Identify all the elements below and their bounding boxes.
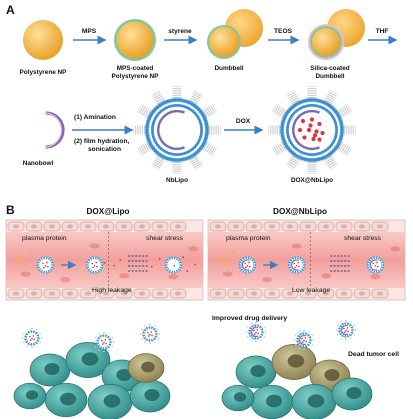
mps-coated-label-2: Polystyrene NP (112, 73, 160, 80)
polystyrene-np (23, 20, 63, 60)
arrow-dox-label: DOX (236, 118, 251, 125)
silica-label-2: Dumbbell (315, 73, 344, 80)
nblipo-label: NbLipo (166, 177, 188, 184)
polystyrene-np-label: Polystyrene NP (20, 69, 68, 76)
nblipo-liposome (133, 86, 221, 174)
blood-vessel-left (5, 219, 204, 301)
right-shear-label: shear stress (344, 235, 382, 242)
film-label-1: (2) film hydration, (74, 138, 129, 145)
film-label-2: sonication (88, 146, 121, 153)
right-panel-title: DOX@NbLipo (273, 207, 327, 216)
dox-nblipo-liposome (268, 86, 356, 174)
arrow-styrene-label: styrene (168, 28, 192, 35)
right-leakage-label: Low leakage (292, 287, 330, 294)
panel-b-label: B (6, 203, 15, 217)
arrow-mps-label: MPS (82, 28, 97, 35)
silica-label-1: Silica-coated (310, 65, 350, 72)
panel-a-label: A (6, 3, 15, 17)
arrow-thf-label: THF (376, 28, 389, 35)
nanobowl-label: Nanobowl (23, 160, 54, 167)
mps-coated-np (114, 19, 156, 61)
nanobowl (44, 111, 65, 149)
dead-tumor-cell-label: Dead tumor cell (348, 351, 399, 358)
right-plasma-label: plasma protein (226, 235, 271, 242)
tumor-cells-right (221, 319, 373, 419)
dumbbell-np (207, 9, 263, 59)
tumor-cells-left (13, 323, 171, 419)
silica-coated-dumbbell (308, 9, 365, 60)
left-plasma-label: plasma protein (22, 235, 67, 242)
dumbbell-label: Dumbbell (214, 65, 243, 72)
mps-coated-label-1: MPS-coated (117, 65, 154, 72)
blood-vessel-right (207, 219, 406, 301)
improved-delivery-label: Improved drug delivery (212, 315, 287, 322)
amination-label: (1) Amination (74, 114, 116, 121)
dox-nblipo-label: DOX@NbLipo (291, 177, 333, 184)
arrow-teos-label: TEOS (274, 28, 293, 35)
left-shear-label: shear stress (146, 235, 184, 242)
left-panel-title: DOX@Lipo (86, 207, 129, 216)
left-leakage-label: High leakage (92, 287, 132, 294)
